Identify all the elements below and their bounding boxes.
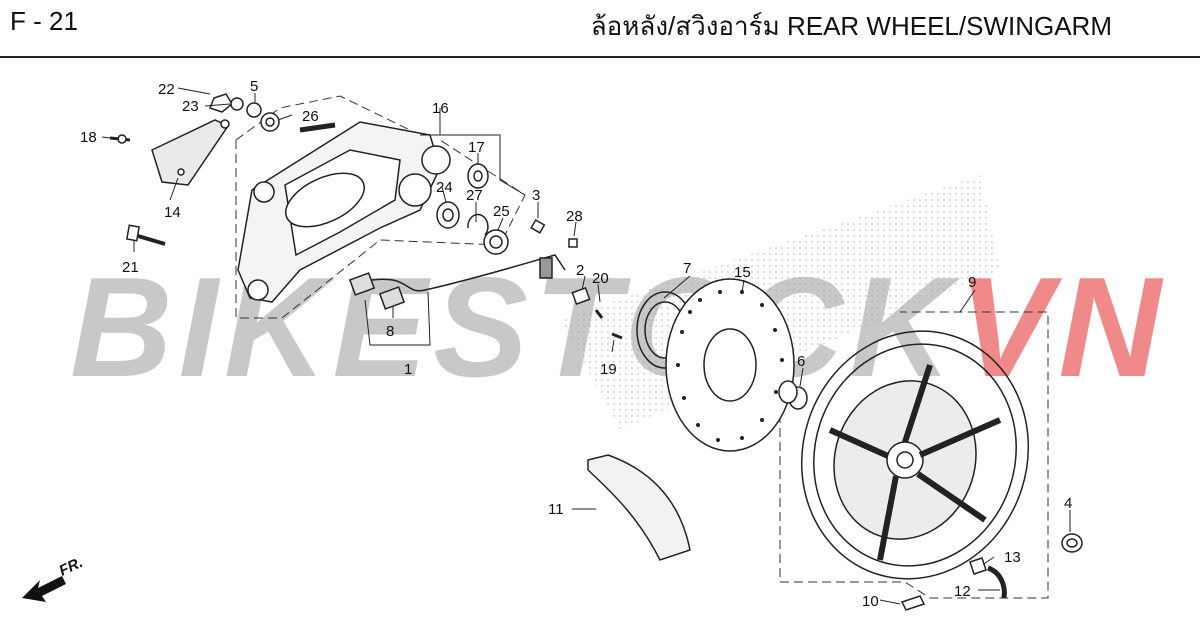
chain-guard	[151, 119, 230, 186]
callout-28: 28	[566, 208, 583, 225]
callout-5: 5	[250, 78, 258, 95]
collar	[778, 380, 808, 410]
callout-18: 18	[80, 129, 97, 146]
callout-25: 25	[493, 203, 510, 220]
front-label: FR.	[57, 554, 86, 580]
callout-10: 10	[862, 593, 879, 610]
header-rule	[0, 56, 1200, 58]
callout-3: 3	[532, 187, 540, 204]
rear-wheel	[800, 330, 1030, 580]
callout-6: 6	[797, 353, 805, 370]
callout-1: 1	[404, 361, 412, 378]
callout-27: 27	[466, 187, 483, 204]
brake-disc	[665, 278, 795, 452]
wheel-hardware	[900, 533, 1083, 611]
callout-11: 11	[548, 501, 564, 518]
callout-labels: 22 5 23 26 16 18 17 14 24 27 3 25 28 21 7 15 9 2 20 8 1 19 6 11…	[80, 78, 1072, 610]
callout-21: 21	[122, 259, 139, 276]
abs-sensor-harness	[348, 219, 578, 310]
callout-8: 8	[386, 323, 394, 340]
callout-22: 22	[158, 81, 175, 98]
callout-24: 24	[436, 179, 453, 196]
callout-12: 12	[954, 583, 971, 600]
leader-lines	[101, 87, 1071, 605]
callout-26: 26	[302, 108, 319, 125]
swingarm	[237, 121, 451, 303]
bearings	[436, 163, 509, 255]
figure-code: F - 21	[10, 6, 78, 36]
callout-20: 20	[592, 270, 609, 287]
watermark-part2: VN	[958, 248, 1167, 407]
callout-14: 14	[164, 204, 181, 221]
pivot-bolt	[125, 224, 166, 246]
callout-16: 16	[432, 100, 449, 117]
figure-title: ล้อหลัง/สวิงอาร์ม REAR WHEEL/SWINGARM	[590, 11, 1112, 41]
callout-9: 9	[968, 274, 976, 291]
callout-4: 4	[1064, 495, 1072, 512]
front-direction-marker: FR.	[22, 554, 86, 602]
callout-19: 19	[600, 361, 617, 378]
callout-17: 17	[468, 139, 485, 156]
inner-fender	[587, 454, 691, 561]
callout-13: 13	[1004, 549, 1021, 566]
callout-2: 2	[576, 262, 584, 279]
callout-23: 23	[182, 98, 199, 115]
bracket-bolts	[571, 287, 623, 340]
callout-7: 7	[683, 260, 691, 277]
callout-15: 15	[734, 264, 751, 281]
pivot-hardware	[109, 93, 280, 144]
